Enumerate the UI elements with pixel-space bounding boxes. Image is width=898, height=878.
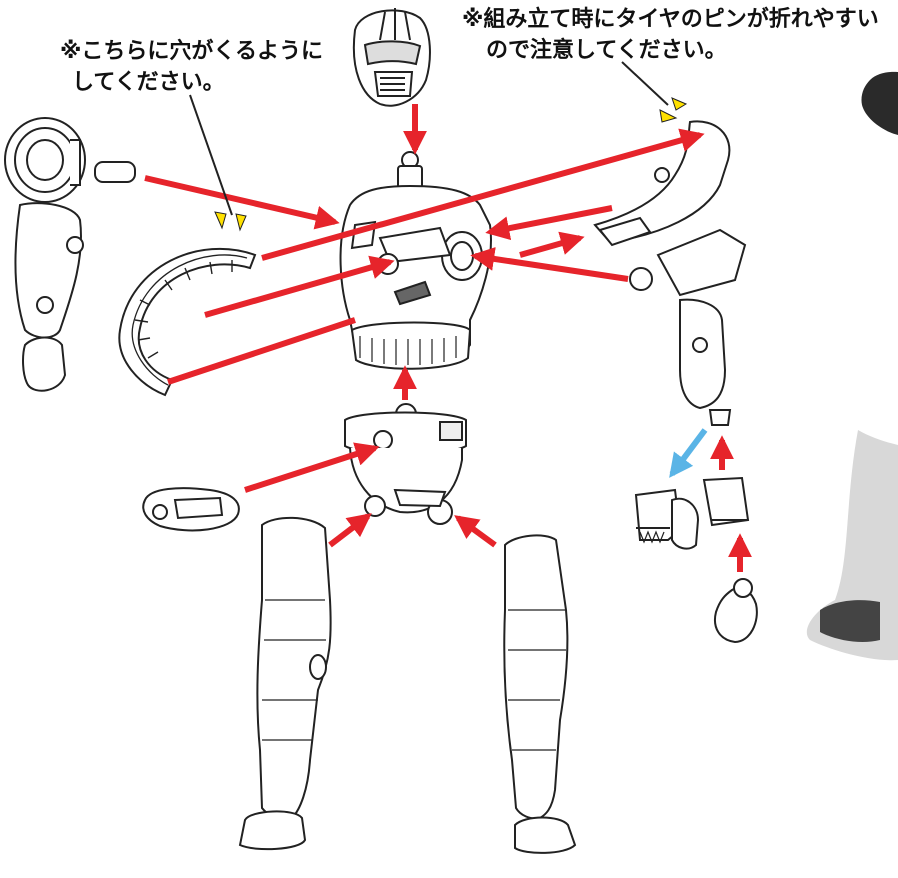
right-leg-part (503, 534, 577, 854)
arrow-tire-left-lower (167, 317, 356, 385)
assembly-arrows (144, 104, 752, 572)
note-pin-caution: ※組み立て時にタイヤのピンが折れやすい ので注意してください。 (462, 4, 879, 66)
note-pin-line1: ※組み立て時にタイヤのピンが折れやすい (462, 7, 879, 32)
note-hole-line2: してください。 (72, 70, 225, 95)
tire-left-part (118, 247, 257, 397)
note-pin-line2: ので注意してください。 (486, 38, 727, 63)
arrow-tire-left-to-torso (204, 255, 395, 318)
arrow-tire-left-to-right-arm (261, 128, 705, 261)
photo-fragment-bottom (806, 430, 898, 661)
arrow-blue-swap (669, 428, 708, 478)
hand-parts (634, 476, 758, 644)
callout-pin (621, 61, 688, 123)
arrow-buckle-to-waist (244, 442, 380, 493)
right-arm-part (629, 228, 747, 426)
arrow-left-leg-to-waist (328, 513, 372, 548)
left-arm-part (4, 117, 136, 392)
tire-right-part (593, 120, 731, 247)
waist-part (344, 403, 467, 525)
belt-buckle-part (142, 487, 240, 532)
head-part (352, 8, 431, 107)
left-leg-part (238, 516, 332, 851)
arrow-right-arm-to-torso (470, 246, 629, 282)
note-hole-direction: ※こちらに穴がくるように してください。 (60, 36, 323, 98)
arrow-torso-to-tire-right (519, 231, 585, 258)
photo-fragment-top (861, 71, 898, 135)
arrow-left-arm-to-torso (144, 175, 340, 230)
note-hole-line1: ※こちらに穴がくるように (60, 39, 323, 64)
callout-hole (189, 94, 247, 232)
arrow-right-leg-to-waist (454, 515, 497, 548)
torso-part (339, 151, 492, 370)
arrow-tire-right-to-torso (485, 205, 613, 241)
